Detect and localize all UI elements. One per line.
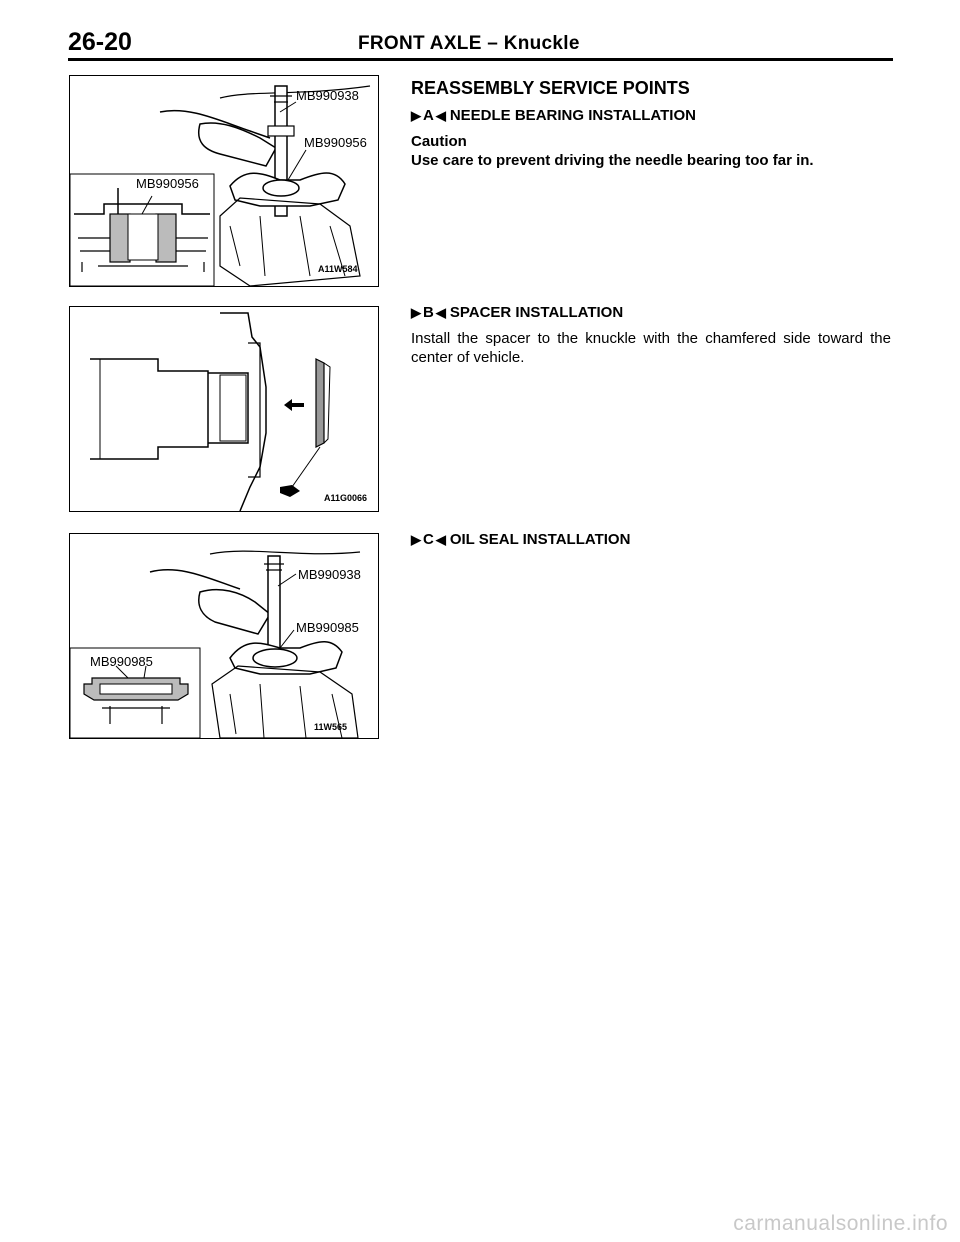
tool-label-mb990938: MB990938 (298, 567, 361, 582)
inset-label-mb990956: MB990956 (136, 176, 199, 191)
point-b-heading: ▶B◀ SPACER INSTALLATION (411, 304, 891, 321)
triangle-left-icon: ◀ (435, 305, 446, 320)
triangle-right-icon: ▶ (411, 305, 421, 320)
point-c-block: ▶C◀ OIL SEAL INSTALLATION (411, 531, 891, 556)
triangle-right-icon: ▶ (411, 532, 421, 547)
triangle-left-icon: ◀ (435, 532, 446, 547)
watermark: carmanualsonline.info (733, 1212, 948, 1235)
spacer-illustration: A11G0066 (90, 312, 367, 511)
point-a-title: NEEDLE BEARING INSTALLATION (449, 107, 696, 124)
figure-code: A11G0066 (324, 493, 367, 503)
page-number: 26-20 (68, 28, 132, 56)
point-b-block: ▶B◀ SPACER INSTALLATION Install the spac… (411, 304, 891, 367)
oil-seal-illustration: MB990938 MB990985 MB990985 11W565 (70, 550, 361, 738)
header-rule (68, 58, 893, 61)
marker-letter: B (423, 304, 434, 321)
service-point-marker: ▶C◀ (411, 531, 446, 548)
figure-spacer: A11G0066 (69, 306, 379, 512)
point-c-heading: ▶C◀ OIL SEAL INSTALLATION (411, 531, 891, 548)
point-b-text: Install the spacer to the knuckle with t… (411, 330, 891, 366)
tool-label-mb990956: MB990956 (304, 135, 367, 150)
figure-needle-bearing: MB990938 MB990956 MB990956 A11W584 (69, 75, 379, 287)
section-title: REASSEMBLY SERVICE POINTS (411, 78, 690, 98)
figure-code: 11W565 (314, 722, 347, 732)
service-point-marker: ▶A◀ (411, 107, 446, 124)
marker-letter: C (423, 531, 434, 548)
header-title: FRONT AXLE – Knuckle (358, 33, 580, 54)
reassembly-section: REASSEMBLY SERVICE POINTS ▶A◀ NEEDLE BEA… (411, 78, 891, 170)
service-point-marker: ▶B◀ (411, 304, 446, 321)
triangle-left-icon: ◀ (435, 108, 446, 123)
marker-letter: A (423, 107, 434, 124)
tool-label-mb990938: MB990938 (296, 88, 359, 103)
figure-oil-seal: MB990938 MB990985 MB990985 11W565 (69, 533, 379, 739)
inset-label-mb990985: MB990985 (90, 654, 153, 669)
point-a-heading: ▶A◀ NEEDLE BEARING INSTALLATION (411, 107, 891, 124)
point-b-title: SPACER INSTALLATION (449, 304, 624, 321)
figure-code: A11W584 (318, 264, 358, 274)
point-c-title: OIL SEAL INSTALLATION (449, 531, 631, 548)
caution-label: Caution (411, 133, 467, 150)
tool-label-mb990985: MB990985 (296, 620, 359, 635)
needle-bearing-illustration: MB990938 MB990956 MB990956 A11W584 (70, 85, 371, 286)
triangle-right-icon: ▶ (411, 108, 421, 123)
caution-text: Use care to prevent driving the needle b… (411, 152, 814, 169)
